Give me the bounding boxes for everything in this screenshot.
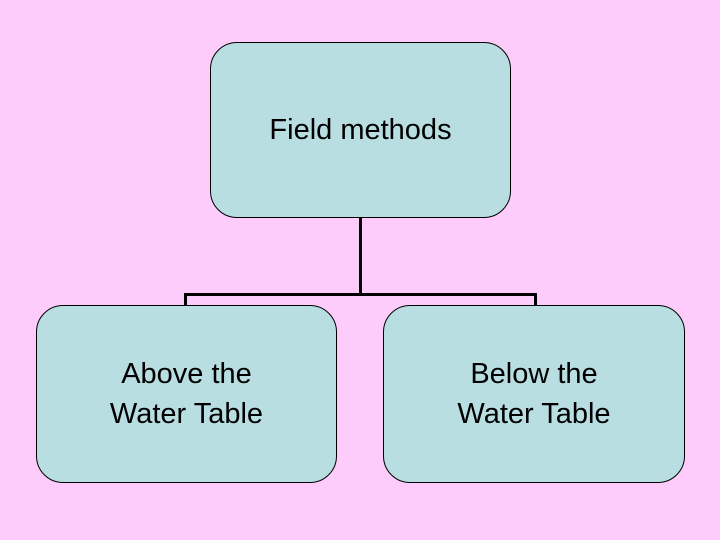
node-above-water-table-label-line-2: Water Table xyxy=(109,398,264,430)
node-below-water-table: Below the Water Table xyxy=(383,305,685,483)
node-field-methods: Field methods xyxy=(210,42,511,218)
node-below-water-table-label-line-1: Below the xyxy=(470,358,598,390)
node-field-methods-label: Field methods xyxy=(269,114,452,146)
node-below-water-table-label-line-2: Water Table xyxy=(457,398,611,430)
connector-trunk-line xyxy=(359,218,362,295)
node-above-water-table-label-line-1: Above the xyxy=(121,358,252,390)
connector-right-drop-line xyxy=(534,295,537,307)
node-above-water-table: Above the Water Table xyxy=(36,305,337,483)
connector-crossbar-line xyxy=(184,293,537,296)
connector-left-drop-line xyxy=(184,295,187,306)
